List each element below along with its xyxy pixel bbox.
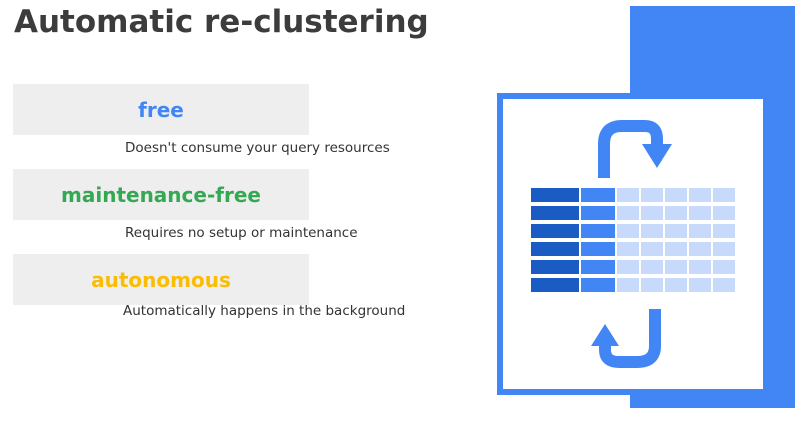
table-cell-light xyxy=(713,260,735,274)
feature-label-maintenance-free: maintenance-free xyxy=(61,182,261,207)
table-cell-light xyxy=(665,278,687,292)
arrow-top-icon xyxy=(598,120,663,178)
table-cell-light xyxy=(617,278,639,292)
table-cell-light xyxy=(689,224,711,238)
feature-desc-maintenance-free: Requires no setup or maintenance xyxy=(125,225,358,241)
table-cell-light xyxy=(689,188,711,202)
table-cell-light xyxy=(713,188,735,202)
table-cell-light xyxy=(689,242,711,256)
table-cell-dark xyxy=(531,224,579,238)
table-cell-medium xyxy=(581,242,615,256)
arrow-bottom-head-icon xyxy=(591,324,619,346)
table-cell-light xyxy=(617,188,639,202)
feature-box-autonomous: autonomous xyxy=(13,254,309,305)
table-cell-medium xyxy=(581,188,615,202)
feature-box-maintenance-free: maintenance-free xyxy=(13,169,309,220)
table-cell-light xyxy=(665,260,687,274)
table-cell-medium xyxy=(581,260,615,274)
table-cell-light xyxy=(713,242,735,256)
table-cell-light xyxy=(665,242,687,256)
feature-box-free: free xyxy=(13,84,309,135)
table-cell-medium xyxy=(581,278,615,292)
table-cell-light xyxy=(689,278,711,292)
reclustering-table-icon xyxy=(497,6,795,408)
table-cell-light xyxy=(641,206,663,220)
table-cell-light xyxy=(665,206,687,220)
clustered-table-icon xyxy=(531,188,735,292)
table-cell-light xyxy=(665,188,687,202)
feature-desc-autonomous: Automatically happens in the background xyxy=(123,303,406,319)
table-cell-light xyxy=(641,224,663,238)
table-cell-light xyxy=(713,224,735,238)
table-cell-dark xyxy=(531,242,579,256)
feature-label-free: free xyxy=(138,97,184,122)
arrow-bottom-icon xyxy=(599,309,661,368)
table-cell-light xyxy=(689,206,711,220)
table-cell-dark xyxy=(531,260,579,274)
table-cell-light xyxy=(689,260,711,274)
slide-title: Automatic re-clustering xyxy=(14,4,429,40)
table-cell-light xyxy=(641,260,663,274)
table-cell-light xyxy=(713,278,735,292)
table-cell-light xyxy=(641,188,663,202)
table-cell-light xyxy=(665,224,687,238)
table-cell-dark xyxy=(531,278,579,292)
table-cell-dark xyxy=(531,188,579,202)
table-cell-light xyxy=(617,206,639,220)
feature-desc-free: Doesn't consume your query resources xyxy=(125,140,390,156)
table-cell-light xyxy=(641,278,663,292)
table-cell-medium xyxy=(581,224,615,238)
table-cell-light xyxy=(617,242,639,256)
table-cell-light xyxy=(713,206,735,220)
table-cell-light xyxy=(617,260,639,274)
table-cell-medium xyxy=(581,206,615,220)
feature-label-autonomous: autonomous xyxy=(91,267,231,292)
table-cell-dark xyxy=(531,206,579,220)
table-cell-light xyxy=(617,224,639,238)
arrow-top-head-icon xyxy=(642,144,672,168)
table-cell-light xyxy=(641,242,663,256)
